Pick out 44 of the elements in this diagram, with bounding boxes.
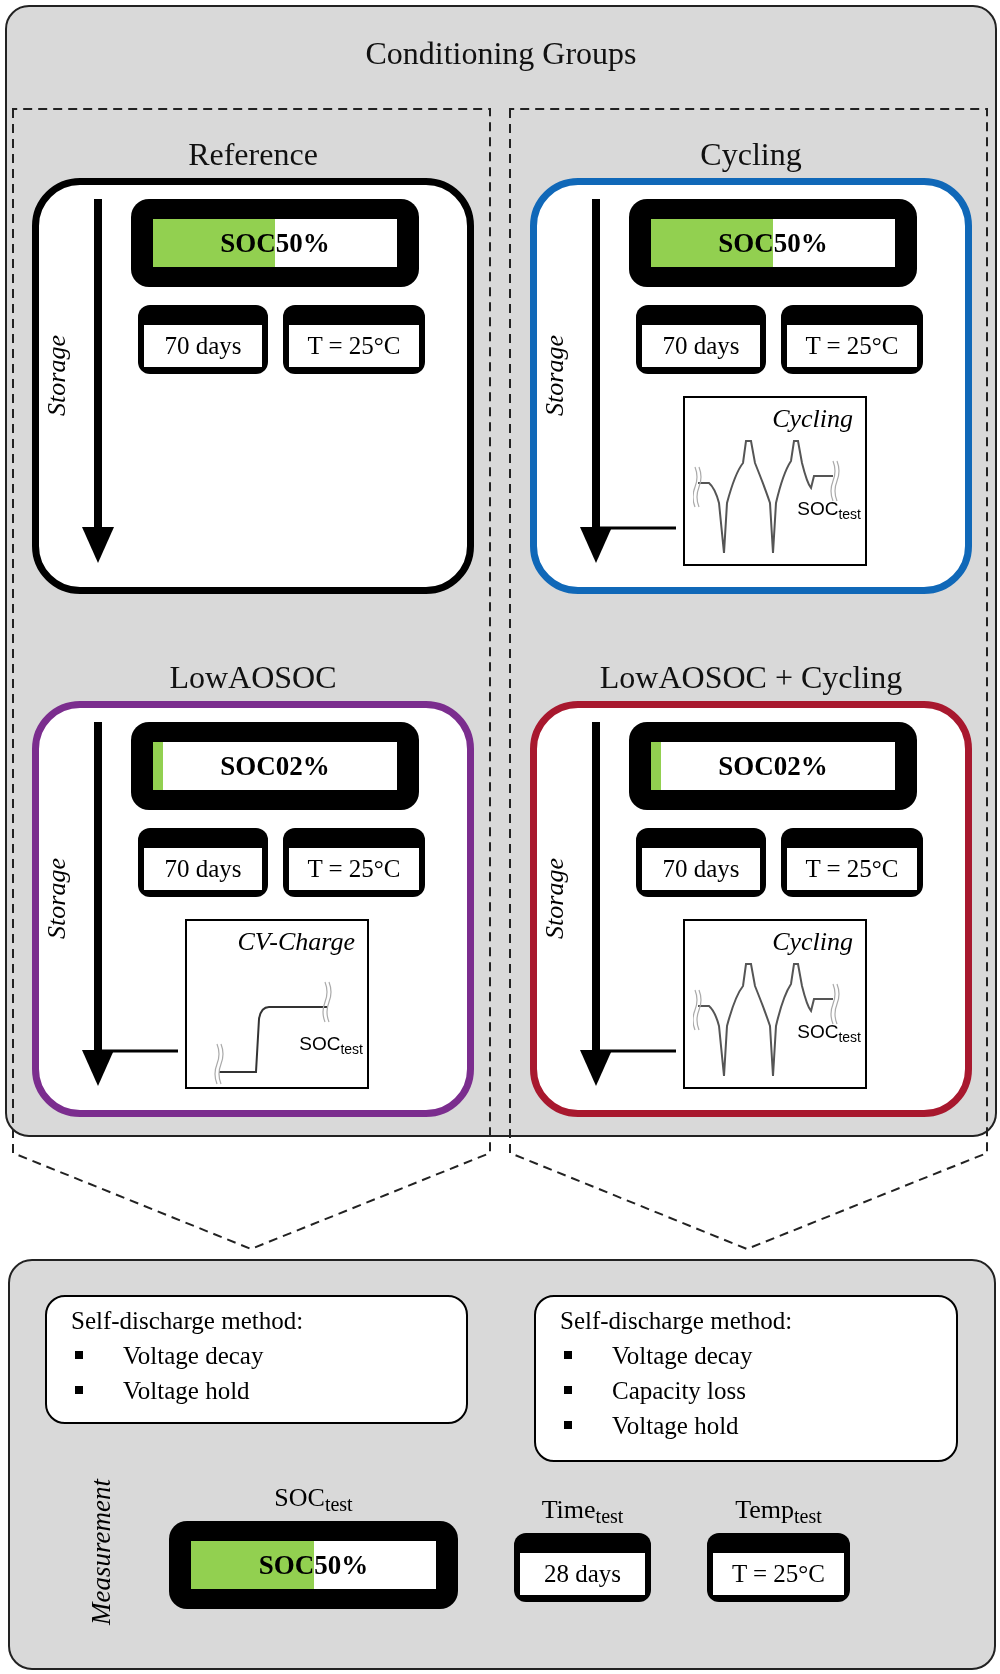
storage-label: Storage bbox=[540, 335, 570, 416]
method-heading: Self-discharge method: bbox=[71, 1306, 305, 1336]
profile-chart-box bbox=[185, 919, 369, 1089]
method-box bbox=[534, 1295, 958, 1462]
chart-title: CV-Charge bbox=[237, 927, 355, 957]
value-box: T = 25°C bbox=[707, 1533, 850, 1602]
value-box: 70 days bbox=[636, 305, 766, 374]
storage-label: Storage bbox=[42, 335, 72, 416]
soc-test-label: SOC$_{test}$ bbox=[797, 1021, 861, 1045]
method-item: Voltage hold bbox=[71, 1373, 442, 1408]
value-box: T = 25°C bbox=[781, 828, 923, 897]
group-heading: Cycling bbox=[699, 135, 803, 174]
chart-title: Cycling bbox=[772, 927, 853, 957]
profile-chart-box bbox=[683, 919, 867, 1089]
method-box bbox=[45, 1295, 468, 1424]
group-heading: LowAOSOC + Cycling bbox=[598, 658, 904, 697]
value-box: T = 25°C bbox=[283, 305, 425, 374]
method-item: Voltage decay bbox=[560, 1338, 932, 1373]
test-heading: Time$_{test}$ bbox=[540, 1495, 625, 1529]
battery-soc-bar: SOC02% bbox=[629, 722, 917, 810]
battery-soc-bar: SOC02% bbox=[131, 722, 419, 810]
storage-label: Storage bbox=[42, 858, 72, 939]
method-item: Voltage decay bbox=[71, 1338, 442, 1373]
method-item: Voltage hold bbox=[560, 1408, 932, 1443]
value-box: 70 days bbox=[138, 828, 268, 897]
storage-label: Storage bbox=[540, 858, 570, 939]
test-heading: Temp$_{test}$ bbox=[734, 1495, 823, 1529]
soc-test-label: SOC$_{test}$ bbox=[797, 498, 861, 522]
soc-test-heading: SOC$_{test}$ bbox=[273, 1483, 354, 1517]
panel-title: Conditioning Groups bbox=[364, 35, 638, 72]
value-box: T = 25°C bbox=[283, 828, 425, 897]
soc-test-label: SOC$_{test}$ bbox=[299, 1033, 363, 1057]
value-box: T = 25°C bbox=[781, 305, 923, 374]
method-item: Capacity loss bbox=[560, 1373, 932, 1408]
group-heading: LowAOSOC bbox=[168, 658, 338, 697]
profile-chart-box bbox=[683, 396, 867, 566]
method-heading: Self-discharge method: bbox=[560, 1306, 794, 1336]
value-box: 70 days bbox=[138, 305, 268, 374]
measurement-panel bbox=[8, 1259, 996, 1670]
measurement-label: Measurement bbox=[86, 1479, 117, 1625]
value-box: 28 days bbox=[514, 1533, 651, 1602]
value-box: 70 days bbox=[636, 828, 766, 897]
group-heading: Reference bbox=[187, 135, 319, 174]
chart-title: Cycling bbox=[772, 404, 853, 434]
